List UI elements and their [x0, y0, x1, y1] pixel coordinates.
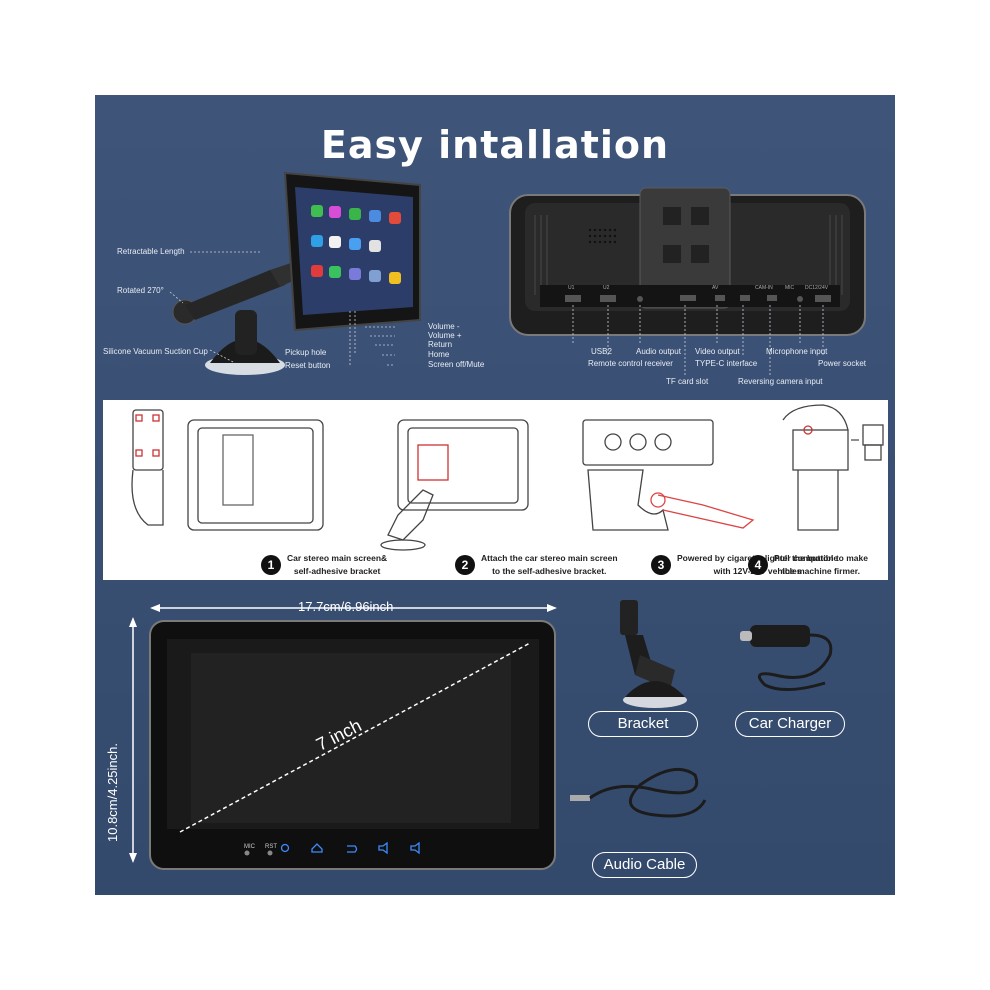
callout-audio-out: Audio output	[636, 347, 681, 356]
callout-lines-ports	[572, 305, 824, 375]
callout-retractable: Retractable Length	[117, 247, 185, 256]
port-mark-cam: CAM-IN	[755, 285, 773, 291]
callout-power: Power socket	[818, 359, 867, 368]
mic-label: MIC	[244, 844, 255, 850]
step-line-1: Attach the car stereo main screen	[481, 553, 618, 563]
bracket-accessory	[620, 600, 687, 708]
step-4: 4 Pull the button to make the machine fi…	[748, 552, 888, 578]
power-icon	[280, 843, 290, 853]
step-1: 1 Car stereo main screen& self-adhesive …	[261, 552, 387, 578]
callout-reset: Reset button	[285, 361, 331, 370]
step-text: Attach the car stereo main screen to the…	[481, 552, 618, 578]
callout-lines-left	[169, 251, 395, 366]
port-mark-u1: U1	[568, 285, 575, 291]
car-charger-label: Car Charger	[735, 711, 845, 737]
mic-hole	[244, 850, 250, 856]
callout-tf-card: TF card slot	[666, 377, 709, 386]
callout-return: Return	[428, 340, 453, 349]
audio-cable-label: Audio Cable	[592, 852, 697, 878]
callout-screen-off: Screen off/Mute	[428, 360, 485, 369]
port-mark-dc: DC12/24V	[805, 285, 829, 291]
mount-arm	[185, 270, 285, 320]
step-line-2: to the self-adhesive bracket.	[492, 566, 607, 576]
callout-vol-minus: Volume -	[428, 322, 460, 331]
return-icon	[347, 845, 358, 853]
volume-up-icon	[410, 841, 420, 855]
callout-pickup: Pickup hole	[285, 348, 327, 357]
callout-remote: Remote control receiver	[588, 359, 673, 368]
step-number: 4	[748, 555, 768, 575]
callout-rotated: Rotated 270°	[117, 286, 164, 295]
step-text: Pull the button to make the machine firm…	[774, 552, 868, 578]
port-mark-mic: MIC	[785, 285, 795, 291]
audio-cable-accessory	[570, 767, 707, 818]
port-mark-av: AV	[712, 285, 719, 291]
vent-slots	[534, 215, 843, 295]
dimension-height: 10.8cm/4.25inch.	[105, 742, 121, 843]
callout-type-c: TYPE-C interface	[695, 359, 758, 368]
bracket-label: Bracket	[588, 711, 698, 737]
step-line-2: self-adhesive bracket	[293, 566, 381, 576]
volume-down-icon	[378, 841, 388, 855]
app-icons	[311, 205, 401, 284]
step-line-1: Car stereo main screen&	[287, 553, 388, 563]
home-icon	[311, 843, 323, 853]
speaker-grille	[588, 228, 617, 244]
steps-illustration	[131, 404, 884, 551]
callout-home: Home	[428, 350, 450, 359]
top-illustration	[169, 171, 866, 375]
car-charger-accessory	[740, 625, 833, 691]
dimension-width: 17.7cm/6.96inch	[298, 599, 394, 614]
callout-reversing: Reversing camera input	[738, 377, 823, 386]
step-2: 2 Attach the car stereo main screen to t…	[455, 552, 618, 578]
callout-usb2: USB2	[591, 347, 612, 356]
callout-vol-plus: Volume +	[428, 331, 462, 340]
step-number: 1	[261, 555, 281, 575]
reset-hole	[267, 850, 273, 856]
mount-stem	[235, 310, 257, 355]
installation-steps-strip: 1 Car stereo main screen& self-adhesive …	[103, 400, 888, 580]
page-title: Easy intallation	[320, 123, 670, 167]
bottom-illustration	[129, 600, 833, 870]
rst-label: RST	[265, 844, 277, 850]
diagonal-line	[179, 642, 531, 833]
step-line-2: the machine firmer.	[782, 566, 860, 576]
step-number: 2	[455, 555, 475, 575]
step-number: 3	[651, 555, 671, 575]
step-line-1: Pull the button to make	[774, 553, 868, 563]
callout-microphone: Microphone input	[766, 347, 828, 356]
product-infographic: Easy intallation	[95, 95, 895, 895]
callout-suction: Silicone Vacuum Suction Cup	[103, 347, 208, 356]
port-mark-u2: U2	[603, 285, 610, 291]
step-text: Car stereo main screen& self-adhesive br…	[287, 552, 387, 578]
callout-video-out: Video output	[695, 347, 740, 356]
front-buttons	[280, 841, 420, 855]
